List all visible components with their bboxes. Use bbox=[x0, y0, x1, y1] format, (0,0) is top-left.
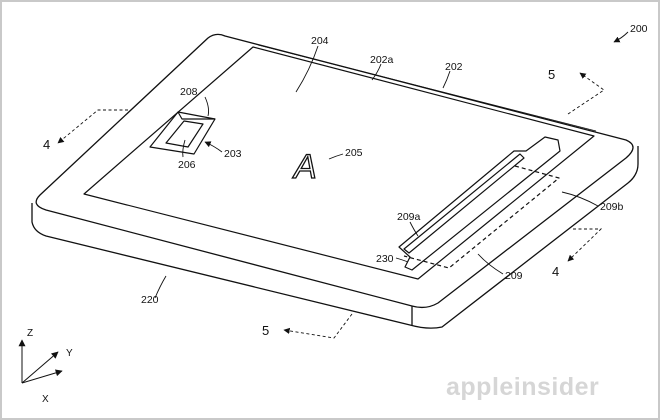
label-200: 200 bbox=[630, 23, 648, 35]
coordinate-axes bbox=[18, 339, 63, 384]
leader-230 bbox=[395, 257, 409, 263]
leader-200 bbox=[613, 31, 629, 43]
label-209: 209 bbox=[505, 270, 523, 282]
leader-204 bbox=[295, 45, 319, 93]
leader-208 bbox=[204, 96, 210, 117]
axis-label-y: Y bbox=[66, 348, 73, 359]
label-203: 203 bbox=[224, 148, 242, 160]
label-202: 202 bbox=[445, 61, 463, 73]
leader-205 bbox=[328, 153, 344, 160]
label-204: 204 bbox=[311, 35, 329, 47]
device-body bbox=[31, 33, 639, 329]
device-top-face bbox=[35, 33, 634, 309]
leader-220 bbox=[154, 275, 167, 299]
axis-y bbox=[21, 351, 59, 384]
section-5-top bbox=[567, 72, 605, 115]
label-230: 230 bbox=[376, 253, 394, 265]
section-label-4-right: 4 bbox=[552, 264, 559, 279]
hidden-boundary-209 bbox=[403, 165, 560, 269]
aperture-209 bbox=[398, 136, 561, 271]
section-4-left bbox=[57, 109, 128, 144]
glyph-a-205: A bbox=[292, 148, 317, 186]
leader-202a bbox=[371, 63, 382, 81]
leader-206 bbox=[182, 139, 186, 158]
section-5-bottom bbox=[283, 313, 353, 339]
aperture-203 bbox=[149, 111, 216, 155]
axis-x bbox=[21, 369, 63, 384]
section-label-5-top: 5 bbox=[548, 67, 555, 82]
label-206: 206 bbox=[178, 159, 196, 171]
section-4-right bbox=[567, 228, 603, 262]
leader-203 bbox=[204, 141, 223, 153]
axis-label-z: Z bbox=[27, 328, 33, 339]
leader-209a bbox=[409, 221, 419, 237]
leader-202 bbox=[442, 70, 451, 89]
watermark-logo: appleinsider bbox=[446, 373, 599, 401]
leader-209 bbox=[477, 253, 504, 275]
label-209a: 209a bbox=[397, 211, 421, 223]
label-205: 205 bbox=[345, 147, 363, 159]
label-202a: 202a bbox=[370, 54, 394, 66]
bezel-inner-edge bbox=[257, 44, 597, 132]
leader-209b bbox=[561, 191, 599, 207]
device-side-wall bbox=[31, 146, 639, 329]
section-label-5-bottom: 5 bbox=[262, 323, 269, 338]
display-panel bbox=[83, 46, 595, 280]
label-220: 220 bbox=[141, 294, 159, 306]
axis-label-x: X bbox=[42, 394, 49, 405]
label-209b: 209b bbox=[600, 201, 624, 213]
leader-lines bbox=[154, 31, 629, 299]
section-lines bbox=[57, 72, 605, 339]
label-208: 208 bbox=[180, 86, 198, 98]
section-label-4-left: 4 bbox=[43, 137, 50, 152]
